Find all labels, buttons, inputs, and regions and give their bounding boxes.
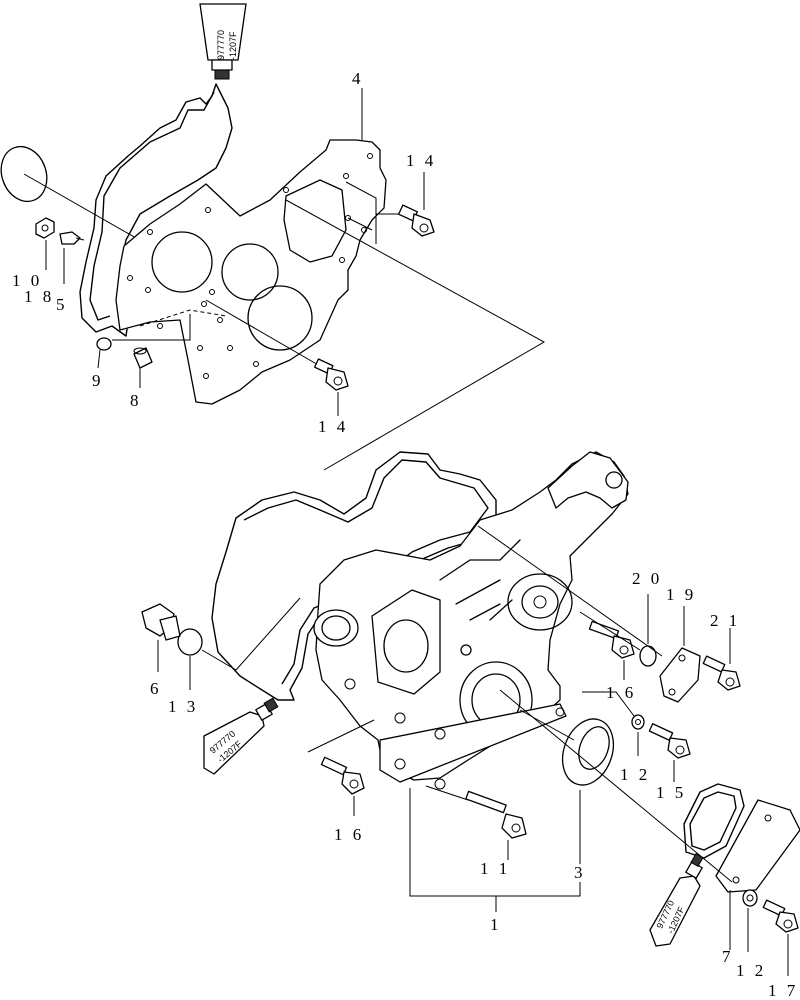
- callout-15: 1 5: [656, 783, 686, 802]
- callout-6: 6: [150, 679, 162, 698]
- oil-seal-3: [561, 718, 615, 786]
- rear-plate-holes: [127, 153, 373, 379]
- callout-13: 1 3: [168, 697, 198, 716]
- callout-11: 1 1: [480, 859, 510, 878]
- side-cover-gasket: [683, 783, 745, 859]
- callout-7: 7: [722, 947, 734, 966]
- callout-17: 1 7: [768, 981, 798, 1000]
- callout-14-top: 1 4: [406, 151, 436, 170]
- oil-filler-cap: [141, 603, 181, 641]
- bolt-16-right: [588, 620, 635, 659]
- o-ring-large: [0, 145, 48, 203]
- callout-21: 2 1: [710, 611, 740, 630]
- bolt-15: [648, 723, 691, 759]
- bolt-17: [762, 899, 799, 933]
- dowel-pin-8: [133, 347, 153, 369]
- tube-code-label: 977770: [216, 30, 226, 60]
- sealant-tube-top: 977770 -1207F: [199, 3, 247, 80]
- callout-8: 8: [130, 391, 142, 410]
- callout-4: 4: [352, 69, 364, 88]
- washer-12-mid: [631, 714, 645, 730]
- callout-19: 1 9: [666, 585, 696, 604]
- callout-9: 9: [92, 371, 104, 390]
- bolt-14-lower: [313, 358, 349, 391]
- sealant-tube-right: 977770 -1207F: [649, 852, 704, 947]
- side-cover-7: [715, 799, 800, 893]
- front-cover-gasket-outline: [211, 451, 497, 701]
- callout-5: 5: [56, 295, 68, 314]
- callout-16-left: 1 6: [334, 825, 364, 844]
- callout-14-lower: 1 4: [318, 417, 348, 436]
- rear-plate: [115, 139, 387, 405]
- callout-1: 1: [490, 915, 502, 934]
- washer-12-bottom: [742, 889, 758, 907]
- callout-12-bottom: 1 2: [736, 961, 766, 980]
- callout-16-right: 1 6: [606, 683, 636, 702]
- tube-grade-label: -1207F: [228, 31, 238, 60]
- front-cover: [315, 451, 629, 781]
- bolt-16-left: [320, 756, 365, 795]
- o-ring-20: [639, 645, 657, 667]
- sealant-tube-left: 977770 -1207F: [203, 697, 279, 775]
- callout-10: 1 0: [12, 271, 42, 290]
- bolt-11: [465, 790, 527, 839]
- rear-plate-gasket-outline: [79, 83, 233, 337]
- bolt-14-top: [397, 204, 435, 237]
- o-ring-filler: [177, 628, 203, 656]
- callout-18: 1 8: [24, 287, 54, 306]
- nut-18: [35, 217, 55, 239]
- bolt-21: [702, 655, 741, 691]
- callout-12-mid: 1 2: [620, 765, 650, 784]
- stud-5: [59, 231, 85, 245]
- callout-3: 3: [574, 863, 586, 882]
- cover-plate-19: [659, 647, 701, 703]
- callout-20: 2 0: [632, 569, 662, 588]
- o-ring-small: [96, 337, 112, 351]
